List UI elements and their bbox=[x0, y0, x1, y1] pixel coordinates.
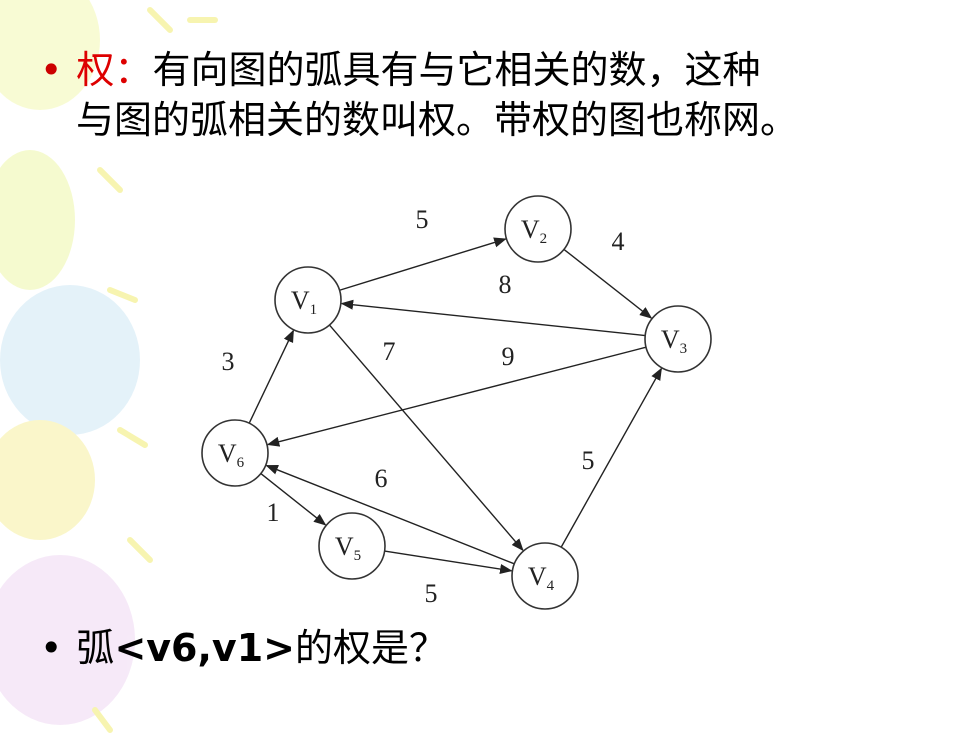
weight-v1-v4: 7 bbox=[383, 337, 396, 366]
weight-v1-v2: 5 bbox=[416, 205, 429, 234]
node-circle bbox=[274, 266, 342, 334]
weight-v2-v3: 4 bbox=[612, 227, 625, 256]
node-circle bbox=[644, 305, 712, 373]
node-v2: V2 bbox=[504, 195, 572, 263]
weight-v6-v5: 1 bbox=[267, 498, 280, 527]
weight-v3-v6: 9 bbox=[502, 342, 515, 371]
node-v6: V6 bbox=[201, 419, 269, 487]
edge-v2-v3 bbox=[563, 248, 653, 319]
edge-v5-v4 bbox=[384, 550, 513, 575]
edge-v6-v1 bbox=[248, 329, 294, 424]
question-prefix: 弧 bbox=[76, 626, 115, 670]
node-v3: V3 bbox=[644, 305, 712, 373]
node-circle bbox=[504, 195, 572, 263]
edge-v1-v4 bbox=[328, 324, 524, 552]
node-label: V3 bbox=[661, 325, 687, 357]
node-circle bbox=[201, 419, 269, 487]
edge-v3-v6 bbox=[266, 346, 647, 447]
bullet-dot: • bbox=[40, 626, 63, 670]
term-weight: 权： bbox=[76, 48, 153, 92]
node-circle bbox=[511, 542, 579, 610]
bullet-weight-definition: • 权：有向图的弧具有与它相关的数，这种 bbox=[40, 46, 760, 94]
edges bbox=[248, 237, 662, 575]
definition-line-2-container: 与图的弧相关的数叫权。带权的图也称网。 bbox=[76, 96, 798, 144]
node-v1: V1 bbox=[274, 266, 342, 334]
edge-v6-v5 bbox=[260, 472, 327, 526]
edge-weights: 5 4 8 9 7 3 6 5 1 5 bbox=[222, 205, 625, 608]
node-v4: V4 bbox=[511, 542, 579, 610]
node-v5: V5 bbox=[318, 512, 386, 580]
edge-v4-v6 bbox=[265, 464, 515, 565]
weight-v4-v6: 6 bbox=[375, 464, 388, 493]
weight-v6-v1: 3 bbox=[222, 347, 235, 376]
bullet-dot: • bbox=[40, 48, 63, 92]
weight-v3-v1: 8 bbox=[499, 270, 512, 299]
edge-v3-v1 bbox=[340, 299, 646, 337]
question-arc: <v6,v1> bbox=[114, 626, 295, 670]
definition-line-2: 与图的弧相关的数叫权。带权的图也称网。 bbox=[76, 98, 799, 142]
edge-v1-v2 bbox=[339, 237, 507, 291]
definition-line-1: 有向图的弧具有与它相关的数，这种 bbox=[152, 48, 761, 92]
edge-v4-v3 bbox=[560, 367, 662, 548]
node-circle bbox=[318, 512, 386, 580]
weight-v4-v3: 5 bbox=[582, 446, 595, 475]
question-suffix: 的权是？ bbox=[294, 626, 447, 670]
weight-v5-v4: 5 bbox=[425, 579, 438, 608]
bullet-question: • 弧<v6,v1>的权是？ bbox=[40, 624, 447, 672]
